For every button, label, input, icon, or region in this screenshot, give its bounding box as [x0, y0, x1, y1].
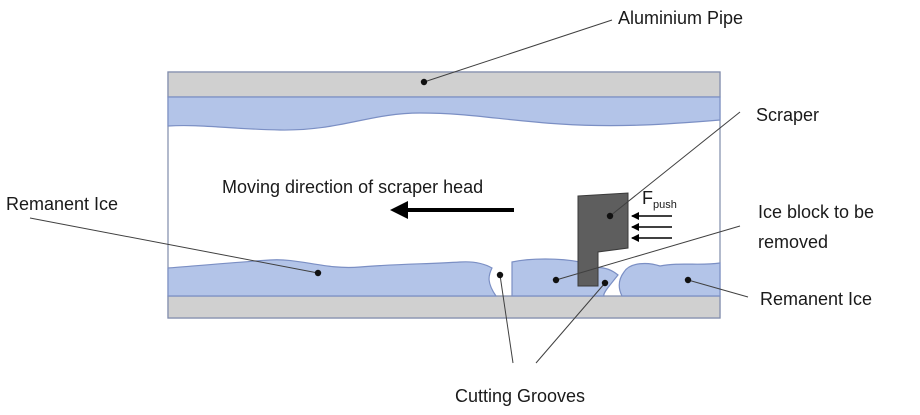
label-cutting-grooves: Cutting Grooves	[455, 386, 585, 406]
label-ice-block-line2: removed	[758, 232, 828, 252]
leader-remanent-ice-left	[29, 217, 319, 274]
label-force-main: F	[642, 188, 653, 208]
dot-cutting-groove-1	[496, 271, 504, 279]
leader-cutting-groove-2	[535, 282, 606, 364]
label-aluminium-pipe: Aluminium Pipe	[618, 8, 743, 28]
moving-direction-arrow-shaft	[404, 208, 514, 212]
leader-scraper	[609, 111, 741, 217]
leader-aluminium-pipe	[423, 19, 613, 83]
dot-ice-block	[552, 276, 560, 284]
label-force-sub: push	[653, 199, 677, 211]
dot-scraper	[606, 212, 614, 220]
dot-remanent-ice-right	[684, 276, 692, 284]
leader-remanent-ice-right	[687, 279, 749, 298]
leader-ice-block	[555, 225, 741, 281]
pipe-wall-bottom	[167, 295, 721, 319]
scraper-shape	[577, 192, 629, 287]
label-remanent-ice-right: Remanent Ice	[760, 289, 872, 309]
dot-cutting-groove-2	[601, 279, 609, 287]
label-force-push: Fpush	[642, 188, 677, 211]
leader-cutting-groove-1	[499, 274, 514, 364]
label-moving-direction: Moving direction of scraper head	[222, 177, 483, 197]
label-scraper: Scraper	[756, 105, 819, 125]
label-ice-block-line1: Ice block to be	[758, 202, 874, 222]
moving-direction-arrow-head	[390, 201, 408, 219]
remanent-ice-left-shape	[167, 259, 498, 297]
remanent-ice-right-shape	[618, 262, 721, 297]
pipe-wall-top	[167, 71, 721, 98]
label-remanent-ice-left: Remanent Ice	[6, 194, 118, 214]
dot-aluminium-pipe	[420, 78, 428, 86]
top-ice-layer	[167, 96, 721, 131]
dot-remanent-ice-left	[314, 269, 322, 277]
